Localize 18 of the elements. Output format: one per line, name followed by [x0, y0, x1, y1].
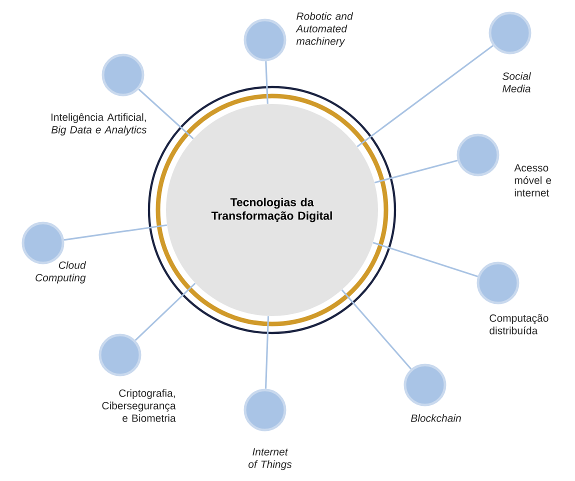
topic-label: Robotic and Automated machinery [296, 12, 354, 47]
topic-label: Acesso móvel e internet [514, 164, 552, 197]
connector-line [265, 61, 268, 104]
connector-line [134, 282, 196, 341]
connector-line [374, 160, 458, 184]
connector-line [356, 45, 494, 148]
topic-label: Blockchain [410, 414, 461, 422]
topic-label: Inteligência Artificial, Big Data e Analytics [51, 113, 147, 136]
topic-label: Computação distribuída [490, 314, 548, 334]
connector-line [264, 316, 270, 389]
topic-label: Criptografia, Cibersegurança e Biometria [102, 389, 176, 422]
connector-line [64, 224, 168, 241]
connector-line [138, 88, 194, 140]
connector-line [372, 242, 478, 278]
topic-label: Internet of Things [248, 448, 292, 470]
connector-line [341, 289, 412, 370]
topic-label: Cloud Computing [36, 261, 86, 284]
topic-label: Social Media [502, 72, 532, 92]
